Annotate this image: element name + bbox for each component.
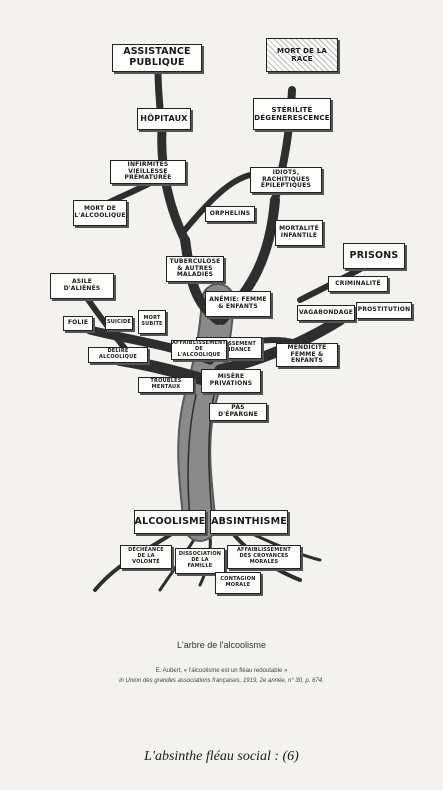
- sign-line: ÉPILEPTIQUES: [260, 182, 312, 190]
- sign-line: IDIOTS, RACHITIQUES: [262, 168, 310, 183]
- sign-sterilite: STÉRILITÉ DÉGÉNÉRESCENCE: [253, 98, 331, 130]
- sign-line: DÉCHÉANCE: [128, 547, 164, 554]
- sign-line: MORALE: [225, 582, 251, 588]
- sign-line: SUBITE: [141, 321, 163, 327]
- figure-source-line: E. Aubert, « l'alcoolisme est un fléau r…: [155, 668, 288, 674]
- sign-line: DE LA VOLONTÉ: [132, 553, 160, 565]
- sign-line: MORTALITÉ: [279, 225, 319, 233]
- sign-orphelins: ORPHELINS: [205, 206, 255, 222]
- branch: [157, 125, 190, 245]
- sign-criminalite: CRIMINALITÉ: [328, 276, 388, 292]
- sign-idiots-rachitiques: IDIOTS, RACHITIQUES ÉPILEPTIQUES: [250, 167, 322, 193]
- trunk-texture: [187, 394, 197, 521]
- sign-asile-d-alienes: ASILE D'ALIÉNÉS: [50, 273, 114, 299]
- sign-anemie-femme-enfants: ANÉMIE: FEMME & ENFANTS: [205, 291, 271, 317]
- sign-line: RACE: [291, 55, 313, 63]
- sign-line: DE L'ALCOOLIQUE: [177, 346, 221, 358]
- sign-line: AFFAIBLISSEMENT: [236, 547, 292, 554]
- sign-line: PRIVATIONS: [209, 380, 253, 387]
- sign-prisons: PRISONS: [343, 243, 405, 269]
- sign-line: MENDICITÉ: [287, 343, 327, 351]
- sign-mort-de-l-alcoolique: MORT DE L'ALCOOLIQUE: [73, 200, 127, 226]
- sign-line: & AUTRES MALADIES: [176, 264, 214, 279]
- sign-line: INFANTILE: [280, 232, 318, 239]
- sign-delire-alcoolique: DÉLIRE ALCOOLIQUE: [88, 347, 148, 363]
- sign-mort-de-la-race: MORT DE LA RACE: [266, 38, 338, 72]
- sign-suicide: SUICIDE: [105, 316, 133, 330]
- sign-vagabondage: VAGABONDAGE: [297, 305, 355, 321]
- sign-line: AFFAIBLISSEMENT: [201, 341, 257, 348]
- sign-alcoolisme: ALCOOLISME: [134, 510, 206, 534]
- sign-line: INFIRMITÉS: [127, 160, 169, 168]
- sign-line: DES CROYANCES MORALES: [239, 553, 289, 565]
- sign-affaiblissement-croyances: AFFAIBLISSEMENT DES CROYANCES MORALES: [227, 545, 301, 569]
- figure-source-line: in Union des grandes associations frança…: [119, 678, 324, 684]
- sign-folie: FOLIE: [63, 316, 93, 331]
- sign-troubles-mentaux: TROUBLES MENTAUX: [138, 377, 194, 393]
- sign-prostitution: PROSTITUTION: [356, 302, 412, 319]
- sign-line: ANÉMIE: FEMME: [209, 296, 267, 304]
- sign-pas-d-epargne: PAS D'ÉPARGNE: [209, 403, 267, 421]
- sign-decheance-volonte: DÉCHÉANCE DE LA VOLONTÉ: [120, 545, 172, 569]
- sign-dissociation-famille: DISSOCIATION DE LA FAMILLE: [175, 548, 225, 574]
- sign-mort-subite: MORT SUBITE: [138, 310, 166, 334]
- sign-line: AFFAIBLISSEMENT: [171, 340, 227, 347]
- sign-line: ASILE D'ALIÉNÉS: [63, 278, 101, 292]
- sign-contagion-morale: CONTAGION MORALE: [215, 572, 261, 594]
- branch: [182, 172, 253, 233]
- sign-hopitaux: HÔPITAUX: [137, 108, 191, 130]
- sign-line: DE LA FAMILLE: [187, 557, 213, 569]
- sign-line: DESCENDANCE: [207, 347, 251, 353]
- sign-line: FEMME & ENFANTS: [290, 350, 324, 365]
- page-footer: L'absinthe fléau social : (6): [144, 749, 299, 764]
- sign-tuberculose: TUBERCULOSE & AUTRES MALADIES: [166, 256, 224, 282]
- figure-caption: L'arbre de l'alcoolisme: [177, 640, 266, 650]
- sign-line: VIEILLESSE PRÉMATURÉE: [124, 167, 172, 182]
- sign-line: MORT DE: [83, 205, 117, 213]
- sign-line: CONTAGION: [220, 576, 256, 583]
- sign-misere-privations: MISÈRE PRIVATIONS: [201, 369, 261, 393]
- sign-line: MORT DE LA: [276, 46, 328, 55]
- sign-line: L'ALCOOLIQUE: [74, 212, 126, 219]
- sign-line: DISSOCIATION: [178, 551, 222, 558]
- sign-line: & ENFANTS: [218, 303, 258, 310]
- sign-line: STÉRILITÉ: [271, 105, 313, 114]
- sign-line: TUBERCULOSE: [169, 257, 221, 265]
- sign-mortalite-infantile: MORTALITÉ INFANTILE: [275, 220, 323, 246]
- sign-line: DÉGÉNÉRESCENCE: [254, 114, 330, 122]
- sign-mendicite: MENDICITÉ FEMME & ENFANTS: [276, 343, 338, 367]
- sign-affaiblissement-alcoolique: AFFAIBLISSEMENT DE L'ALCOOLIQUE: [171, 340, 227, 360]
- sign-assistance-publique: ASSISTANCE PUBLIQUE: [112, 44, 202, 72]
- sign-absinthisme: ABSINTHISME: [210, 510, 288, 534]
- sign-line: MORT: [143, 315, 161, 322]
- sign-infirmites: INFIRMITÉS VIEILLESSE PRÉMATURÉE: [110, 160, 186, 184]
- sign-line: MISÈRE: [217, 373, 245, 381]
